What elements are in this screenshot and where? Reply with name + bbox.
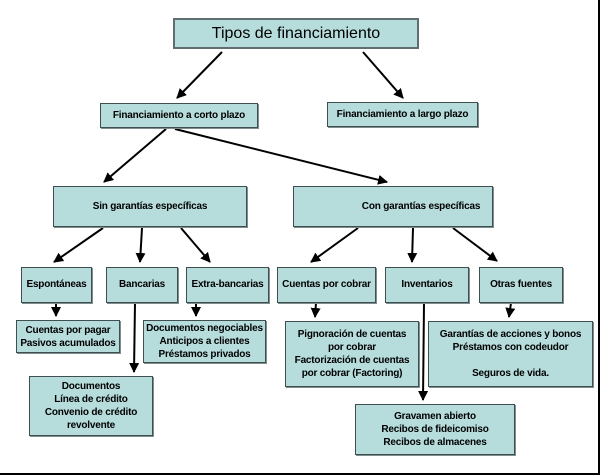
node-espontaneas: Espontáneas bbox=[21, 267, 92, 303]
arrow-corto-to-sin bbox=[103, 128, 167, 183]
node-bancarias: Bancarias bbox=[106, 267, 178, 303]
leaf-cuentas-por-cobrar: Pignoración de cuentas por cobrar Factor… bbox=[285, 321, 419, 387]
arrow-inventarios-to-leaf bbox=[418, 302, 429, 401]
arrow-con-to-otras bbox=[452, 227, 498, 262]
leaf-extra-bancarias: Documentos negociables Anticipos a clien… bbox=[143, 320, 266, 363]
node-title: Tipos de financiamiento bbox=[173, 18, 419, 49]
node-cuentas-por-cobrar: Cuentas por cobrar bbox=[277, 267, 376, 303]
arrow-sin-to-bancarias bbox=[135, 227, 146, 263]
leaf-bancarias: Documentos Línea de crédito Convenio de … bbox=[29, 376, 153, 436]
node-sin-garantias: Sin garantías específicas bbox=[53, 186, 247, 227]
leaf-inventarios: Gravamen abierto Recibos de fideicomiso … bbox=[355, 404, 515, 455]
arrow-sin-to-extra bbox=[180, 227, 211, 263]
node-extra-bancarias: Extra-bancarias bbox=[186, 267, 269, 303]
arrow-title-to-largo bbox=[362, 51, 404, 99]
leaf-otras-fuentes: Garantías de acciones y bonos Préstamos … bbox=[428, 321, 593, 387]
node-financiamiento-corto-plazo: Financiamiento a corto plazo bbox=[100, 103, 258, 128]
node-otras-fuentes: Otras fuentes bbox=[479, 267, 563, 303]
arrow-corto-to-con bbox=[174, 128, 388, 185]
arrow-cxc-to-leaf bbox=[310, 302, 321, 318]
arrow-title-to-corto bbox=[176, 51, 223, 99]
arrow-con-to-inventarios bbox=[407, 227, 418, 263]
node-inventarios: Inventarios bbox=[385, 267, 469, 303]
node-financiamiento-largo-plazo: Financiamiento a largo plazo bbox=[327, 102, 478, 127]
leaf-espontaneas: Cuentas por pagar Pasivos acumulados bbox=[16, 320, 120, 353]
node-con-garantias: Con garantías específicas bbox=[293, 186, 493, 227]
arrow-bancarias-to-leaf bbox=[129, 302, 140, 373]
arrow-otras-to-leaf bbox=[505, 302, 516, 318]
arrow-con-to-cxc bbox=[310, 227, 359, 263]
arrow-sin-to-espontaneas bbox=[53, 227, 104, 263]
